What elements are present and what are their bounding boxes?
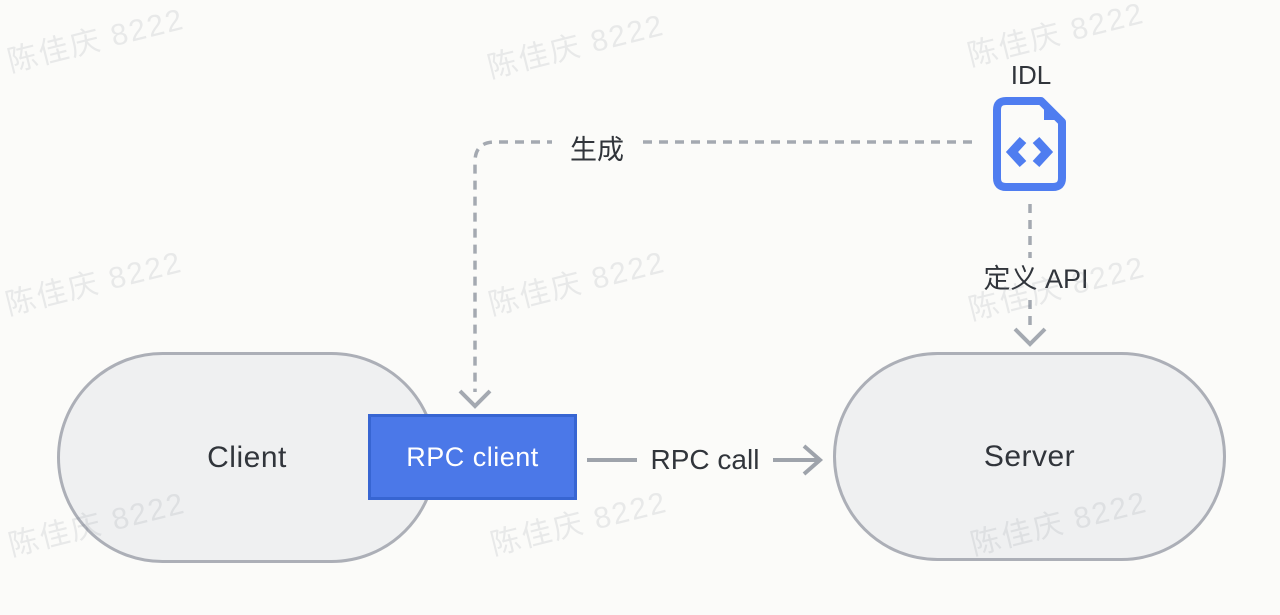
watermark: 陈佳庆 8222 — [485, 245, 669, 322]
rpc-client-node: RPC client — [368, 414, 577, 500]
watermark: 陈佳庆 8222 — [2, 245, 186, 322]
server-node: Server — [833, 352, 1226, 561]
code-right-bracket-icon — [1032, 136, 1054, 168]
edge-rpc-call-label: RPC call — [637, 441, 773, 479]
server-node-label: Server — [983, 439, 1076, 473]
idl-label: IDL — [1010, 59, 1052, 90]
rpc-client-node-label: RPC client — [406, 441, 539, 472]
edge-define-api-label: 定义 API — [975, 258, 1097, 295]
idl-file-icon — [993, 97, 1066, 191]
client-node-label: Client — [207, 440, 287, 474]
code-left-bracket-icon — [1005, 136, 1027, 168]
watermark: 陈佳庆 8222 — [4, 2, 188, 79]
watermark: 陈佳庆 8222 — [484, 8, 668, 85]
edge-generate-label: 生成 — [552, 129, 642, 165]
